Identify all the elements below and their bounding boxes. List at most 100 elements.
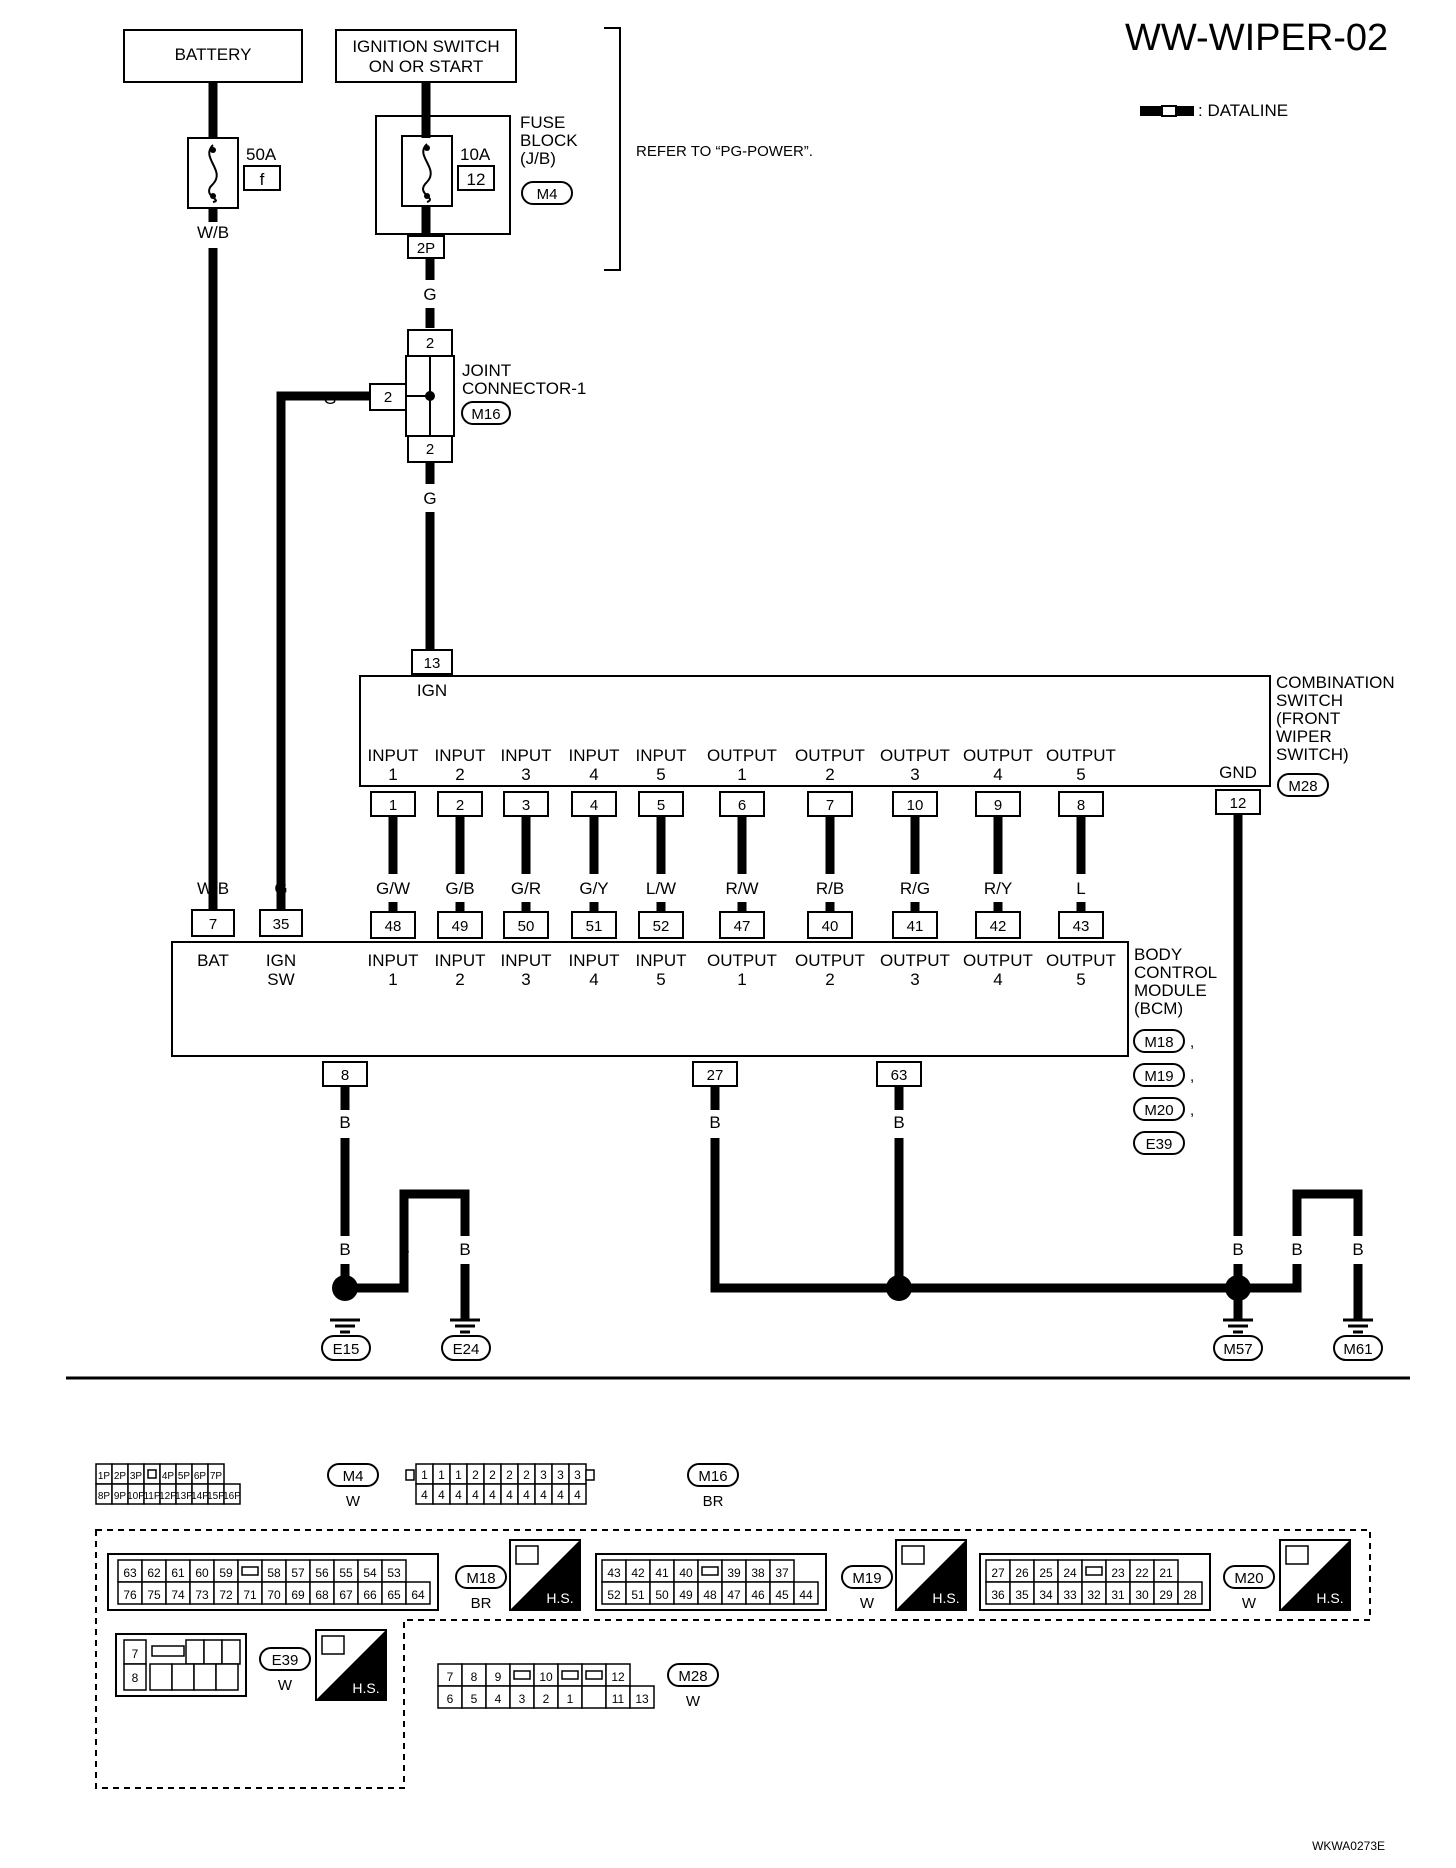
m28-lock-tab (513, 1670, 531, 1680)
m19-hs-label: H.S. (932, 1590, 959, 1606)
signal-wire-color-2: G/B (445, 879, 474, 898)
m4-lock-tab (147, 1469, 157, 1479)
refer-power-note: REFER TO “PG-POWER”. (636, 143, 813, 160)
m4-pin-16P: 16P (223, 1491, 241, 1502)
signal-wire-color-4: G/Y (579, 879, 608, 898)
m19-pin-37: 37 (775, 1566, 789, 1580)
gnd-splice-bcm (886, 1275, 912, 1301)
e39-bottom-cell-4 (215, 1663, 239, 1691)
bcm-line2: CONTROL (1134, 963, 1217, 982)
m18-pin-60: 60 (195, 1566, 209, 1580)
bcm-port-num-6: 1 (737, 970, 746, 989)
bcm-connector-badge-M20 (1133, 1097, 1185, 1121)
bcm-gnd-pin-27: 27 (707, 1067, 724, 1084)
m4-badge (327, 1463, 379, 1487)
m20-pin-28: 28 (1183, 1588, 1197, 1602)
comb-port-name-8: OUTPUT (880, 746, 950, 765)
m18-hs-triangle (510, 1540, 580, 1610)
signal-wire-color-10: L (1076, 879, 1085, 898)
m4-pin-8P: 8P (98, 1491, 111, 1502)
battery-wire-color: W/B (197, 223, 229, 242)
m4-pin-13P: 13P (175, 1491, 193, 1502)
comb-line2: SWITCH (1276, 691, 1343, 710)
m18-pin-75: 75 (147, 1588, 161, 1602)
bcm-ign-wire: G (274, 879, 287, 898)
m18-hs-connector-icon (515, 1545, 539, 1565)
bcm-ign-label1: IGN (266, 951, 296, 970)
comb-pin-5: 5 (657, 797, 665, 814)
comb-pin-box-10 (1058, 791, 1104, 817)
m18-pin-59: 59 (219, 1566, 233, 1580)
m19-color: W (860, 1595, 875, 1612)
gnd-wire-color-5: B (398, 1240, 409, 1259)
comb-port-name-7: OUTPUT (795, 746, 865, 765)
m16-latch-left (405, 1469, 415, 1481)
bcm-pin-box-10 (1058, 911, 1104, 939)
m20-pin-25: 25 (1039, 1566, 1053, 1580)
m18-pin-53: 53 (387, 1566, 401, 1580)
bcm-port-num-9: 4 (993, 970, 1002, 989)
m18-pin-64: 64 (411, 1588, 425, 1602)
bcm-port-name-5: INPUT (636, 951, 687, 970)
m19-pin-41: 41 (655, 1566, 669, 1580)
bcm-port-name-7: OUTPUT (795, 951, 865, 970)
m18-pin-72: 72 (219, 1588, 233, 1602)
bcm-port-num-7: 2 (825, 970, 834, 989)
signal-wire-color-3: G/R (511, 879, 541, 898)
joint-pin-left: 2 (384, 389, 392, 406)
comb-pin-7: 7 (826, 797, 834, 814)
comb-pin-4: 4 (590, 797, 598, 814)
m28-pin-13: 13 (635, 1692, 649, 1706)
bcm-pin-box-6 (719, 911, 765, 939)
m18-pin-66: 66 (363, 1588, 377, 1602)
m16-pin-2: 2 (523, 1468, 530, 1482)
m16-pin-4: 4 (523, 1488, 530, 1502)
m18-pin-57: 57 (291, 1566, 305, 1580)
joint-line2: CONNECTOR-1 (462, 379, 586, 398)
m16-pin-4: 4 (472, 1488, 479, 1502)
footer-code: WKWA0273E (1312, 1839, 1385, 1853)
bcm-port-num-5: 5 (656, 970, 665, 989)
comb-gnd-label: GND (1219, 763, 1257, 782)
combination-switch-ports: INPUT11INPUT22INPUT33INPUT44INPUT55OUTPU… (368, 746, 1116, 817)
joint-connector-id: M16 (471, 406, 500, 423)
battery-box (123, 29, 303, 83)
m4-pin-12P: 12P (159, 1491, 177, 1502)
e39-hs-connector-icon (321, 1635, 345, 1655)
m28-pin-6: 6 (447, 1692, 454, 1706)
m28-pin-2: 2 (543, 1692, 550, 1706)
ign-sw-wire-color: G (323, 389, 336, 408)
signal-wire-color-7: R/B (816, 879, 844, 898)
comb-port-num-2: 2 (455, 765, 464, 784)
m16-pin-4: 4 (506, 1488, 513, 1502)
comb-line4: WIPER (1276, 727, 1332, 746)
bcm-port-name-4: INPUT (569, 951, 620, 970)
comb-ign-pin: 13 (424, 655, 441, 672)
comb-pin-box-8 (892, 791, 938, 817)
gnd-wire-color-8: B (1291, 1240, 1302, 1259)
comb-pin-10: 10 (907, 797, 924, 814)
ign-wire-color-top: G (423, 285, 436, 304)
e39-lock-tab (151, 1645, 185, 1657)
harness-connector-group (95, 1529, 1371, 1789)
m20-lock-tab (1085, 1566, 1103, 1576)
m19-pin-38: 38 (751, 1566, 765, 1580)
m18-hs-label: H.S. (546, 1590, 573, 1606)
m18-badge (455, 1565, 507, 1589)
m4-pin-6P: 6P (194, 1471, 207, 1482)
m18-pin-63: 63 (123, 1566, 137, 1580)
ground-e24-label: E24 (453, 1341, 480, 1358)
m18-pin-56: 56 (315, 1566, 329, 1580)
m20-pin-26: 26 (1015, 1566, 1029, 1580)
ground-symbol-e24: E24 (441, 1318, 491, 1361)
m20-pin-23: 23 (1111, 1566, 1125, 1580)
ground-m57-label: M57 (1223, 1341, 1252, 1358)
m19-badge (841, 1565, 893, 1589)
m20-pin-30: 30 (1135, 1588, 1149, 1602)
m18-lock-tab (241, 1566, 259, 1576)
m20-pin-36: 36 (991, 1588, 1005, 1602)
m19-pin-51: 51 (631, 1588, 645, 1602)
signal-wire-color-1: G/W (376, 879, 410, 898)
m18-pin-70: 70 (267, 1588, 281, 1602)
